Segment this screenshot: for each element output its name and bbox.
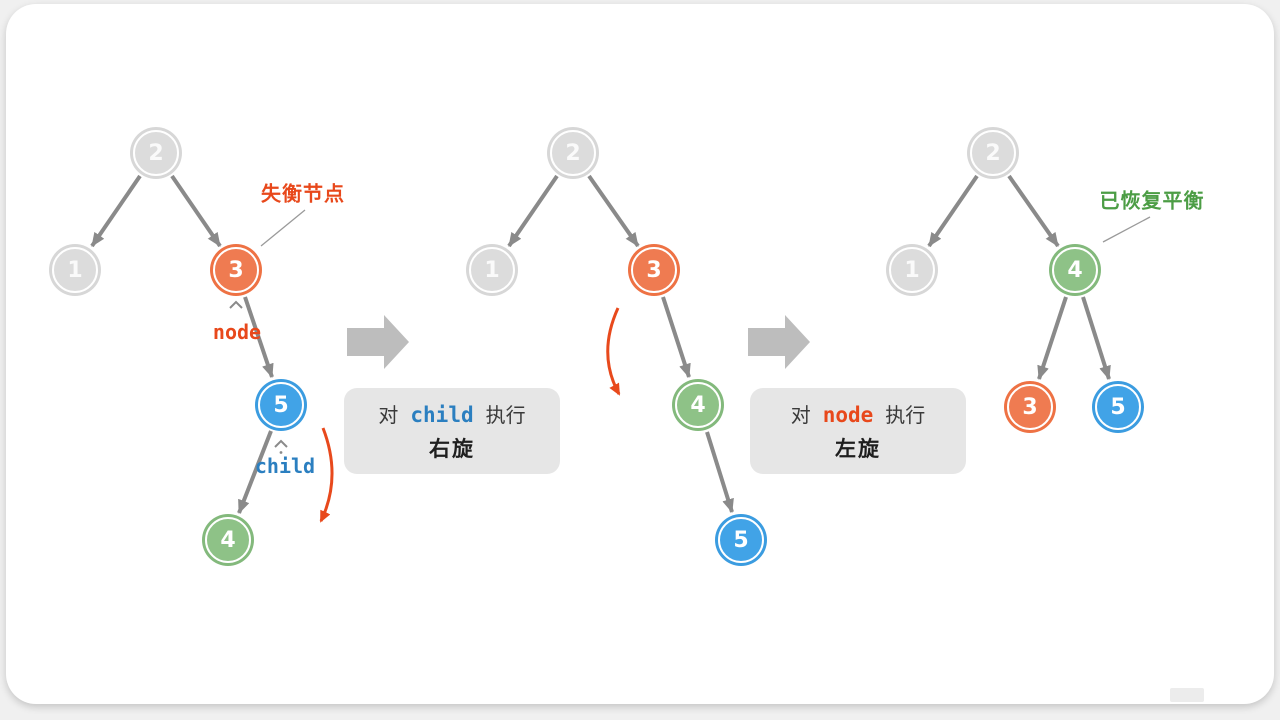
balanced-label-pointer-line <box>1102 216 1151 243</box>
tree2-node-4: 4 <box>675 382 721 428</box>
tree2-node-2: 2 <box>550 130 596 176</box>
tree3-node-2: 2 <box>970 130 1016 176</box>
step-prefix: 对 <box>378 405 399 427</box>
tree1-node-4: 4 <box>205 517 251 563</box>
step-keyword: node <box>822 403 874 427</box>
right-rotation-arc-icon <box>319 427 334 523</box>
edge <box>661 296 691 378</box>
child-pointer-label: child <box>254 454 316 478</box>
tree3-node-1: 1 <box>889 247 935 293</box>
caret-dot <box>279 451 283 454</box>
edge <box>1007 174 1060 248</box>
step-text: 对 node 执行 <box>791 399 926 428</box>
step-keyword: child <box>410 403 474 427</box>
step-text: 对 child 执行 <box>378 399 525 428</box>
step-box-right-rotation: 对 child 执行 右旋 <box>344 388 560 474</box>
left-rotation-arc-icon <box>606 307 621 396</box>
tree1-node-5: 5 <box>258 382 304 428</box>
edge <box>1081 296 1111 380</box>
tree3-edges <box>927 174 1111 380</box>
step-action: 右旋 <box>429 438 475 461</box>
tree1-node-2: 2 <box>133 130 179 176</box>
unbalanced-label-pointer-line <box>260 209 306 247</box>
tree1-node-1: 1 <box>52 247 98 293</box>
edge <box>1037 296 1068 380</box>
unbalanced-node-label: 失衡节点 <box>261 183 345 206</box>
tree2-node-3: 3 <box>631 247 677 293</box>
edge <box>243 296 274 378</box>
step-suffix: 执行 <box>485 405 526 427</box>
balance-restored-label: 已恢复平衡 <box>1099 190 1205 213</box>
step-suffix: 执行 <box>885 405 926 427</box>
tree1-node-3: 3 <box>213 247 259 293</box>
edge <box>705 431 734 513</box>
edge <box>507 174 559 248</box>
tree2-edges <box>507 174 734 513</box>
tree2-node-1: 1 <box>469 247 515 293</box>
tree3-node-5: 5 <box>1095 384 1141 430</box>
edge <box>927 174 979 248</box>
node-pointer-label: node <box>212 320 262 344</box>
step-action: 左旋 <box>835 438 881 461</box>
edge <box>587 174 640 248</box>
edge <box>90 174 142 248</box>
tree1-edges <box>90 174 274 514</box>
step-box-left-rotation: 对 node 执行 左旋 <box>750 388 966 474</box>
tree2-node-5: 5 <box>718 517 764 563</box>
tree3-node-3: 3 <box>1007 384 1053 430</box>
transition-arrow-icon <box>347 315 409 369</box>
up-caret-icon <box>274 439 288 448</box>
faint-watermark-block <box>1170 688 1204 702</box>
edge <box>237 430 273 514</box>
tree3-node-4: 4 <box>1052 247 1098 293</box>
diagram-card <box>6 4 1274 704</box>
up-caret-icon <box>229 300 243 309</box>
step-prefix: 对 <box>790 405 811 427</box>
edge <box>170 174 222 248</box>
transition-arrow-icon <box>748 315 810 369</box>
